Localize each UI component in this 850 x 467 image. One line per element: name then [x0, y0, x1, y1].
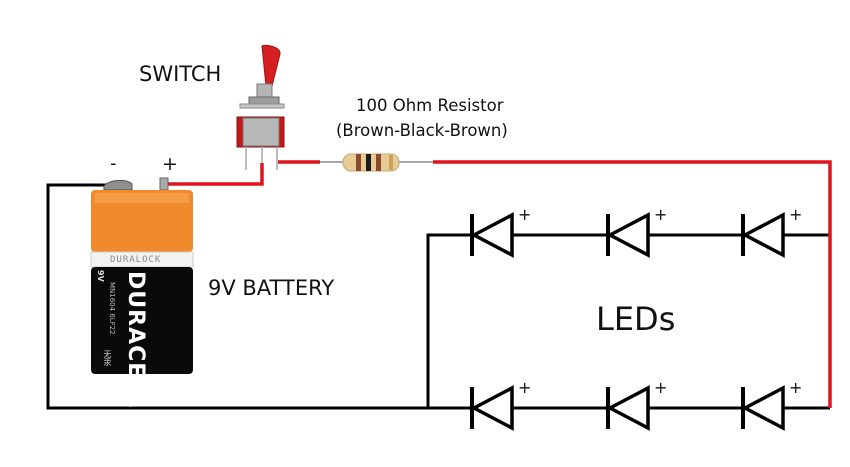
switch-bushing [256, 83, 273, 99]
battery-band-text: DURALOCK [110, 255, 162, 265]
led-anode-triangle [741, 385, 785, 431]
led-anode-triangle [606, 385, 650, 431]
battery-side-text-1: 9V [96, 270, 105, 282]
led-top-1 [470, 212, 514, 258]
negative-wires [46, 183, 472, 410]
resistor-band-gold [389, 155, 393, 170]
battery-negative-terminal [103, 179, 133, 191]
led-bottom-3 [741, 385, 785, 431]
resistor-label-colors: (Brown-Black-Brown) [336, 121, 508, 140]
led-top-3 [741, 212, 785, 258]
battery-body [91, 267, 193, 374]
battery-positive-terminal [159, 177, 169, 191]
wire-battery-negative-to-bottom [46, 183, 428, 410]
led-bottom-2 [606, 385, 650, 431]
led-top-2 [606, 212, 650, 258]
led-array [470, 212, 785, 431]
switch-label: SWITCH [139, 62, 222, 86]
led-polarity-plus: + [654, 205, 668, 224]
wire-resistor-to-leds [433, 160, 832, 408]
led-polarity-plus: + [789, 378, 803, 397]
wire-battery-positive-to-switch [167, 163, 264, 186]
led-anode-triangle [470, 385, 514, 431]
led-wires [512, 233, 830, 410]
switch-washer [239, 103, 285, 109]
battery-9v [90, 177, 194, 374]
resistor-band-brown-1 [356, 154, 361, 171]
switch-plate [242, 117, 280, 147]
resistor-label-value: 100 Ohm Resistor [356, 96, 504, 115]
led-anode-triangle [606, 212, 650, 258]
battery-top [91, 190, 193, 252]
led-polarity-plus: + [518, 205, 532, 224]
battery-label: 9V BATTERY [208, 276, 335, 300]
resistor-band-brown-2 [376, 154, 381, 171]
battery-highlight [95, 193, 189, 203]
leds-label: LEDs [596, 300, 676, 338]
led-polarity-plus: + [518, 378, 532, 397]
led-anode-triangle [470, 212, 514, 258]
resistor-band-black [366, 154, 371, 171]
led-polarity-plus: + [654, 378, 668, 397]
resistor [320, 153, 433, 172]
wire-led-common-negative [426, 233, 472, 408]
led-anode-triangle [741, 212, 785, 258]
battery-brand-text: DURACELL [123, 271, 148, 409]
switch-lever [261, 44, 281, 87]
positive-wires [167, 160, 832, 408]
led-bottom-1 [470, 385, 514, 431]
toggle-switch [236, 44, 285, 170]
battery-side-text-3: 无汞 [103, 350, 112, 366]
battery-side-text-2: MN1604 6LF22 [108, 282, 116, 335]
battery-negative-label: - [110, 153, 117, 174]
led-polarity-plus: + [789, 205, 803, 224]
battery-positive-label: + [162, 153, 178, 175]
